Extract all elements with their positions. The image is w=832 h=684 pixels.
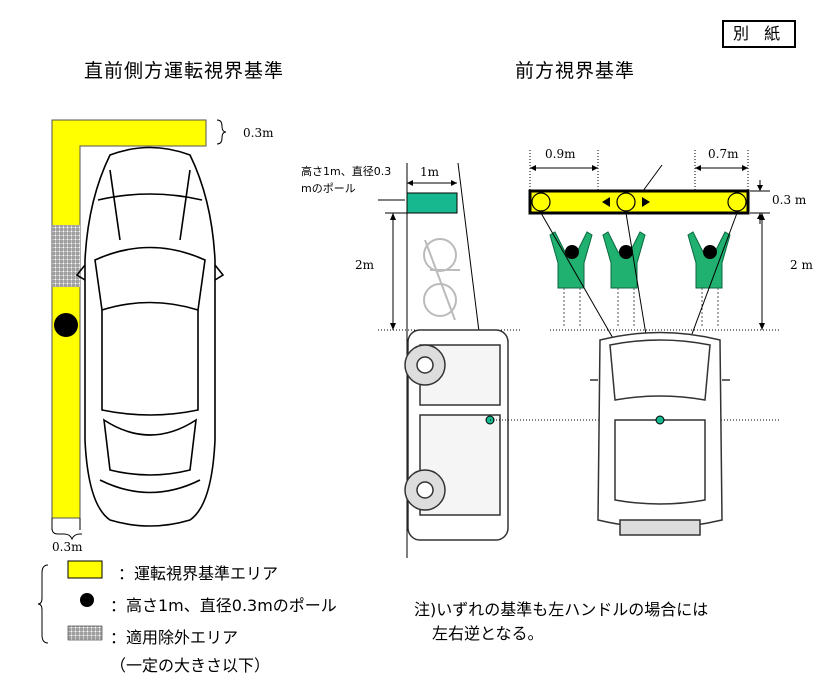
left-title: 直前側方運転視界基準 [84,60,285,82]
dim-2m-front: 2 m [790,258,813,272]
right-title: 前方視界基準 [515,60,636,82]
dim-09m: 0.9m [545,147,576,161]
legend-area-swatch [67,560,103,579]
legend-pole-label: ：高さ1m、直径0.3mのポール [110,596,337,615]
car-side-view [404,329,509,541]
side-pole-label-2: mのポール [301,182,356,195]
dim-top-left: 0.3m [243,126,274,140]
pole-box-side [406,192,458,214]
dim-07m: 0.7m [708,147,739,161]
car-top-view-left [75,146,225,527]
dim-2m-side: 2m [355,258,375,272]
legend-pole-swatch [80,593,94,607]
car-front-view [590,331,730,536]
child-figures [549,231,731,328]
attachment-badge: 別 紙 [722,20,797,48]
side-pole-label-1: 高さ1m、直径0.3 [301,165,392,178]
legend-excluded-swatch [67,625,103,641]
left-diagram [51,119,227,541]
excluded-area-left [52,225,80,287]
front-view [520,150,780,536]
visibility-bar-front [528,189,750,215]
note-line-2: 左右逆となる。 [432,624,544,643]
legend-excluded-label: ：適用除外エリア [110,628,239,647]
dim-bottom-left: 0.3m [52,540,83,554]
legend-area-label: ：運転視界基準エリア [118,564,279,583]
pole-marker-left [54,313,78,337]
legend-icons [37,560,103,644]
side-view [378,162,520,558]
dim-1m: 1m [420,165,440,179]
legend-excluded-note: （一定の大きさ以下） [110,656,271,675]
eye-point-front [655,415,665,425]
note-line-1: 注)いずれの基準も左ハンドルの場合には [414,600,709,619]
dim-03m-front: 0.3 m [772,193,807,207]
